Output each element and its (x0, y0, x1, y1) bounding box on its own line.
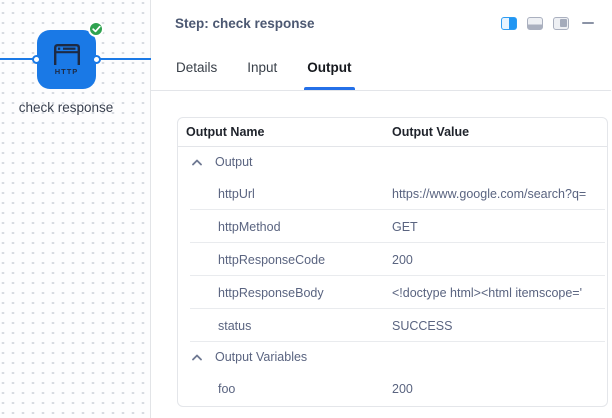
success-check-badge (88, 21, 104, 37)
tab-details[interactable]: Details (176, 59, 218, 75)
table-header-row: Output Name Output Value (178, 118, 607, 147)
panel-layout-controls (501, 16, 595, 30)
connector-port-left[interactable] (32, 55, 41, 64)
row-name: httpResponseCode (218, 252, 326, 267)
row-name: status (218, 318, 252, 333)
check-icon (91, 25, 101, 33)
http-step-node[interactable]: HTTP (32, 21, 104, 89)
row-value: 200 (392, 252, 413, 267)
step-detail-panel: Step: check response Details Input Outpu… (151, 0, 611, 418)
group-row-output-variables[interactable]: Output Variables (178, 342, 607, 372)
tab-input[interactable]: Input (247, 59, 278, 75)
row-name: foo (218, 382, 236, 396)
panel-title: Step: check response (175, 15, 315, 31)
dock-float-icon[interactable] (553, 16, 569, 30)
tab-bar: Details Input Output (151, 44, 611, 91)
connector-port-right[interactable] (92, 55, 101, 64)
chevron-up-icon[interactable] (191, 156, 203, 168)
node-type-label: HTTP (54, 67, 79, 76)
minimize-button[interactable] (581, 16, 595, 30)
row-value: 200 (392, 382, 413, 396)
table-row: httpMethod GET (178, 210, 607, 243)
table-row: foo 200 (178, 372, 607, 406)
table-row: httpResponseCode 200 (178, 243, 607, 276)
row-name: httpUrl (218, 186, 255, 201)
table-row: status SUCCESS (178, 309, 607, 342)
group-row-output[interactable]: Output (178, 147, 607, 177)
dock-bottom-icon[interactable] (527, 16, 543, 30)
table-row: httpResponseBody <!doctype html><html it… (178, 276, 607, 309)
table-row: httpUrl https://www.google.com/search?q= (178, 177, 607, 210)
browser-window-icon (53, 44, 80, 65)
column-header-output-name: Output Name (186, 125, 265, 139)
chevron-up-icon[interactable] (191, 351, 203, 363)
tab-output[interactable]: Output (304, 44, 355, 90)
dock-right-icon[interactable] (501, 16, 517, 30)
output-table: Output Name Output Value Output httpUrl … (177, 117, 608, 407)
panel-header: Step: check response (151, 0, 611, 44)
group-label: Output Variables (215, 350, 308, 364)
row-name: httpResponseBody (218, 285, 324, 300)
row-value: https://www.google.com/search?q= (392, 186, 587, 201)
row-name: httpMethod (218, 219, 281, 234)
dock-float-inner-block (559, 19, 567, 27)
node-label: check response (18, 100, 114, 115)
column-header-output-value: Output Value (392, 125, 470, 139)
group-label: Output (215, 155, 253, 169)
workflow-canvas[interactable]: HTTP check response (0, 0, 151, 418)
minus-icon (582, 22, 594, 24)
row-value: SUCCESS (392, 318, 453, 333)
row-value: <!doctype html><html itemscope=' (392, 285, 582, 300)
row-value: GET (392, 219, 418, 234)
